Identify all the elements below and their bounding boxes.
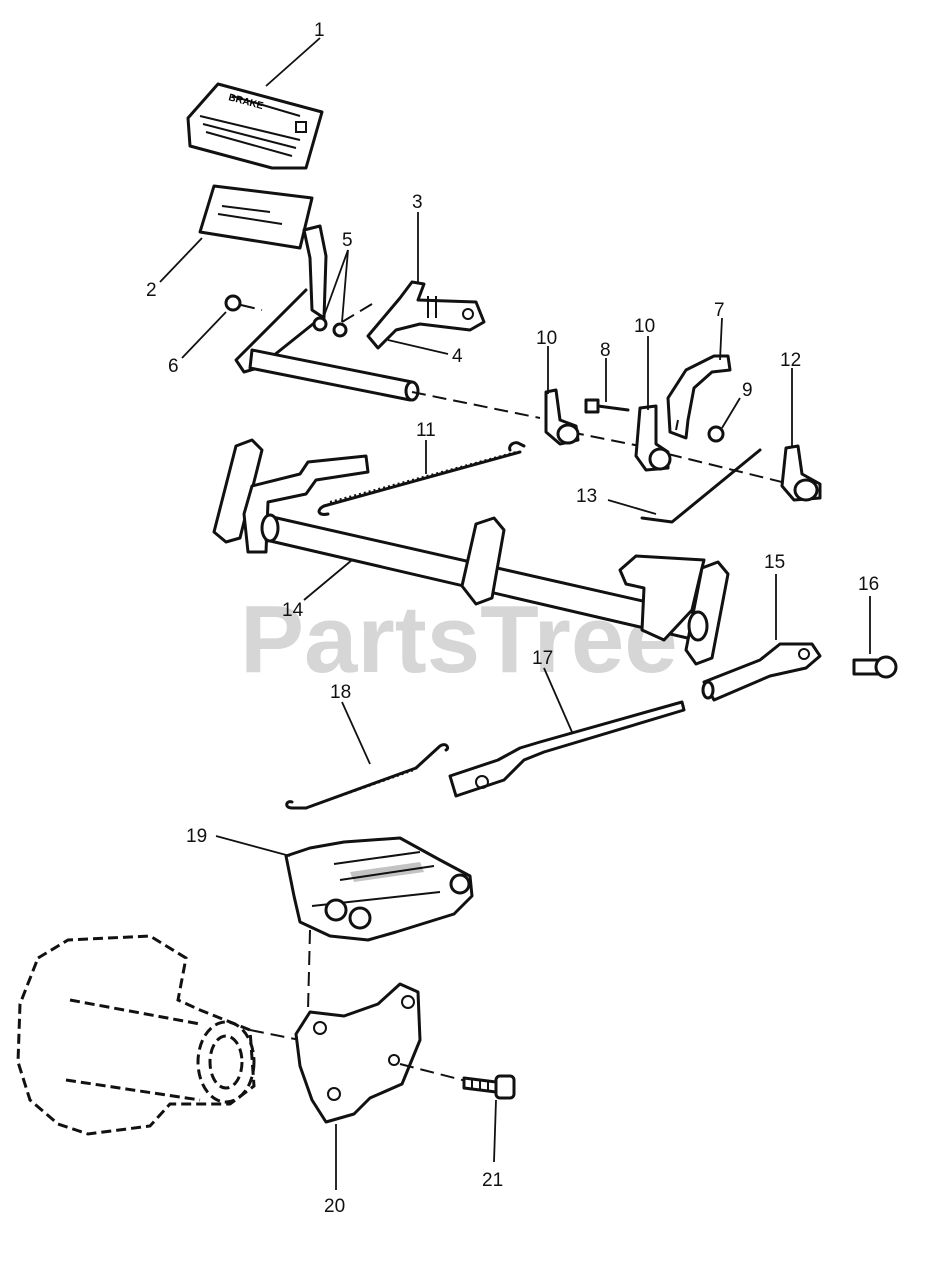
part-21-bolt[interactable] [462,1074,516,1100]
part-11-spring[interactable] [317,441,526,516]
callout-10a: 10 [536,328,557,349]
part-1-pedal-pad[interactable]: BRAKE [186,82,324,170]
callout-9: 9 [742,380,753,401]
callout-4: 4 [452,346,463,367]
part-17-brake-rod[interactable] [448,700,686,798]
callout-10b: 10 [634,316,655,337]
part-13-rod[interactable] [640,448,762,524]
callout-18: 18 [330,682,351,703]
leader-lines [159,37,871,1190]
callout-3: 3 [412,192,423,213]
callout-19: 19 [186,826,207,847]
part-5-nuts[interactable] [312,316,348,338]
callout-5: 5 [342,230,353,251]
callout-labels: 1 2 3 4 5 6 7 8 9 10 10 11 12 13 14 15 1… [146,20,879,1217]
callout-2: 2 [146,280,157,301]
part-2-pedal-arm[interactable] [198,184,420,402]
part-18-spring[interactable] [285,743,450,810]
callout-8: 8 [600,340,611,361]
part-15-clevis[interactable] [701,642,822,702]
part-3-bracket[interactable] [366,280,486,350]
part-9-nut[interactable] [707,425,725,443]
callout-7: 7 [714,300,725,321]
callout-17: 17 [532,648,553,669]
part-8-bolt[interactable] [584,398,630,414]
part-20-mounting-plate[interactable] [294,982,471,1124]
callout-14: 14 [282,600,304,621]
part-10a-lever[interactable] [544,388,580,446]
callout-13: 13 [576,486,597,507]
part-16-clevis-pin[interactable] [852,655,898,679]
callout-12: 12 [780,350,801,371]
callout-1: 1 [314,20,325,41]
callout-20: 20 [324,1196,345,1217]
callout-21: 21 [482,1170,503,1191]
part-6-nut[interactable] [224,294,263,312]
part-10b-lever[interactable] [634,404,672,472]
part-19-caliper[interactable] [284,836,474,942]
part-12-lever[interactable] [780,444,822,502]
part-7-strap[interactable] [666,354,732,440]
part-14-cross-shaft[interactable] [212,438,730,666]
callout-15: 15 [764,552,785,573]
axle-hub-phantom [16,934,301,1136]
callout-16: 16 [858,574,879,595]
callout-6: 6 [168,356,179,377]
callout-11: 11 [416,420,436,441]
